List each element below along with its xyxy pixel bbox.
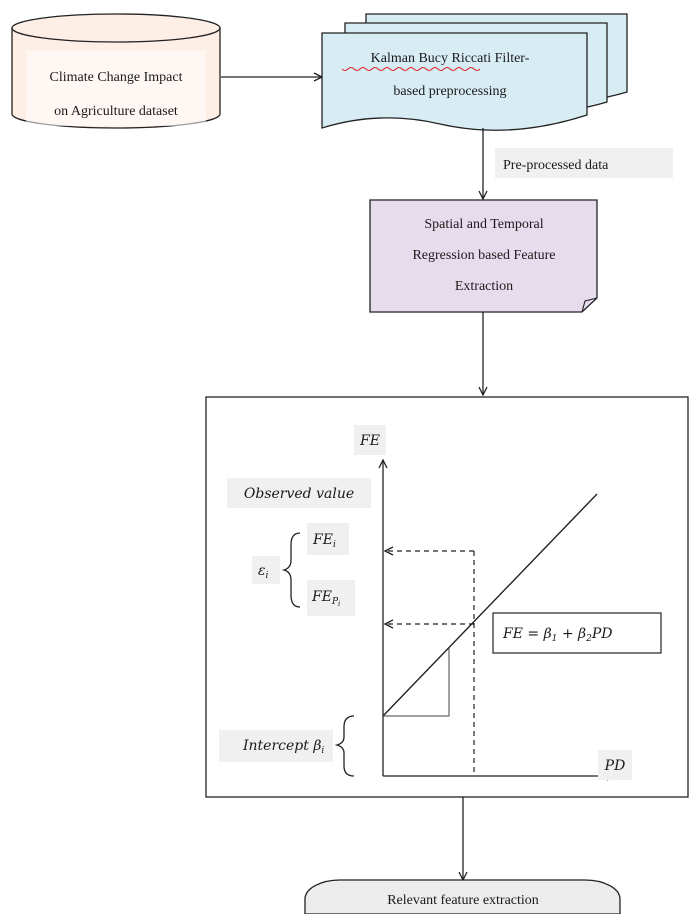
output-terminator: Relevant feature extraction: [304, 879, 621, 914]
equation-sub1: 1: [552, 634, 558, 644]
x-axis-label-bg: [598, 750, 632, 780]
epsilon-text: ε: [258, 563, 266, 579]
feature-label-line3: Extraction: [455, 279, 513, 294]
equation-sub2: 2: [585, 634, 592, 644]
preprocessing-documents: Kalman Bucy Riccati Filter- based prepro…: [321, 13, 628, 131]
feature-label-line2: Regression based Feature: [412, 248, 555, 263]
epsilon-brace: [281, 532, 301, 608]
fe-i-bg: [307, 523, 349, 555]
feature-extraction-box: Spatial and Temporal Regression based Fe…: [369, 199, 598, 313]
preprocessed-data-label: Pre-processed data: [503, 158, 609, 173]
feature-label-line1: Spatial and Temporal: [424, 217, 543, 232]
dataset-label-line2: on Agriculture dataset: [54, 104, 178, 119]
epsilon-bg: [252, 556, 280, 584]
equation-part1: FE = β: [502, 626, 552, 642]
intercept-brace: [334, 715, 355, 777]
output-label: Relevant feature extraction: [387, 893, 539, 908]
equation-part3: PD: [591, 626, 613, 642]
fe-pi-label: FEPi: [311, 589, 340, 608]
spellcheck-underline: [341, 67, 481, 71]
fe-i-label: FEi: [312, 532, 336, 550]
fe-pi-bg: [307, 580, 355, 616]
intercept-subscript: i: [321, 746, 324, 756]
equation-label: FE = β1 + β2PD: [502, 626, 613, 644]
epsilon-label: εi: [258, 563, 269, 581]
preprocessed-label-bg: [495, 148, 673, 178]
y-axis-label: FE: [359, 433, 380, 449]
fe-i-text: FE: [312, 532, 333, 548]
fe-pi-subscript: P: [331, 597, 339, 607]
fe-pi-text: FE: [311, 589, 332, 605]
regression-line: [382, 493, 598, 717]
fe-pi-subsubscript: i: [338, 600, 340, 608]
equation-box: [492, 612, 662, 654]
y-axis-label-bg: [354, 425, 386, 455]
epsilon-subscript: i: [266, 571, 269, 581]
slope-triangle: [383, 648, 450, 717]
dataset-cylinder: Climate Change Impact on Agriculture dat…: [11, 13, 221, 129]
intercept-label: Intercept βi: [242, 738, 324, 756]
regression-graph-panel: FE PD Observed value FEi FEPi εi Interce…: [205, 396, 689, 798]
x-axis-label: PD: [604, 758, 626, 774]
observed-value-label: Observed value: [244, 486, 354, 502]
intercept-bg: [219, 730, 333, 762]
equation-part2: + β: [557, 626, 586, 642]
intercept-text: Intercept β: [242, 738, 321, 754]
preprocessing-label-line2: based preprocessing: [393, 84, 506, 99]
fe-i-subscript: i: [333, 540, 336, 550]
preprocessing-label-line1: Kalman Bucy Riccati Filter-: [371, 51, 530, 66]
dataset-label-line1: Climate Change Impact: [50, 70, 183, 85]
observed-value-bg: [227, 478, 371, 508]
dashed-projection-lines: [385, 551, 475, 776]
